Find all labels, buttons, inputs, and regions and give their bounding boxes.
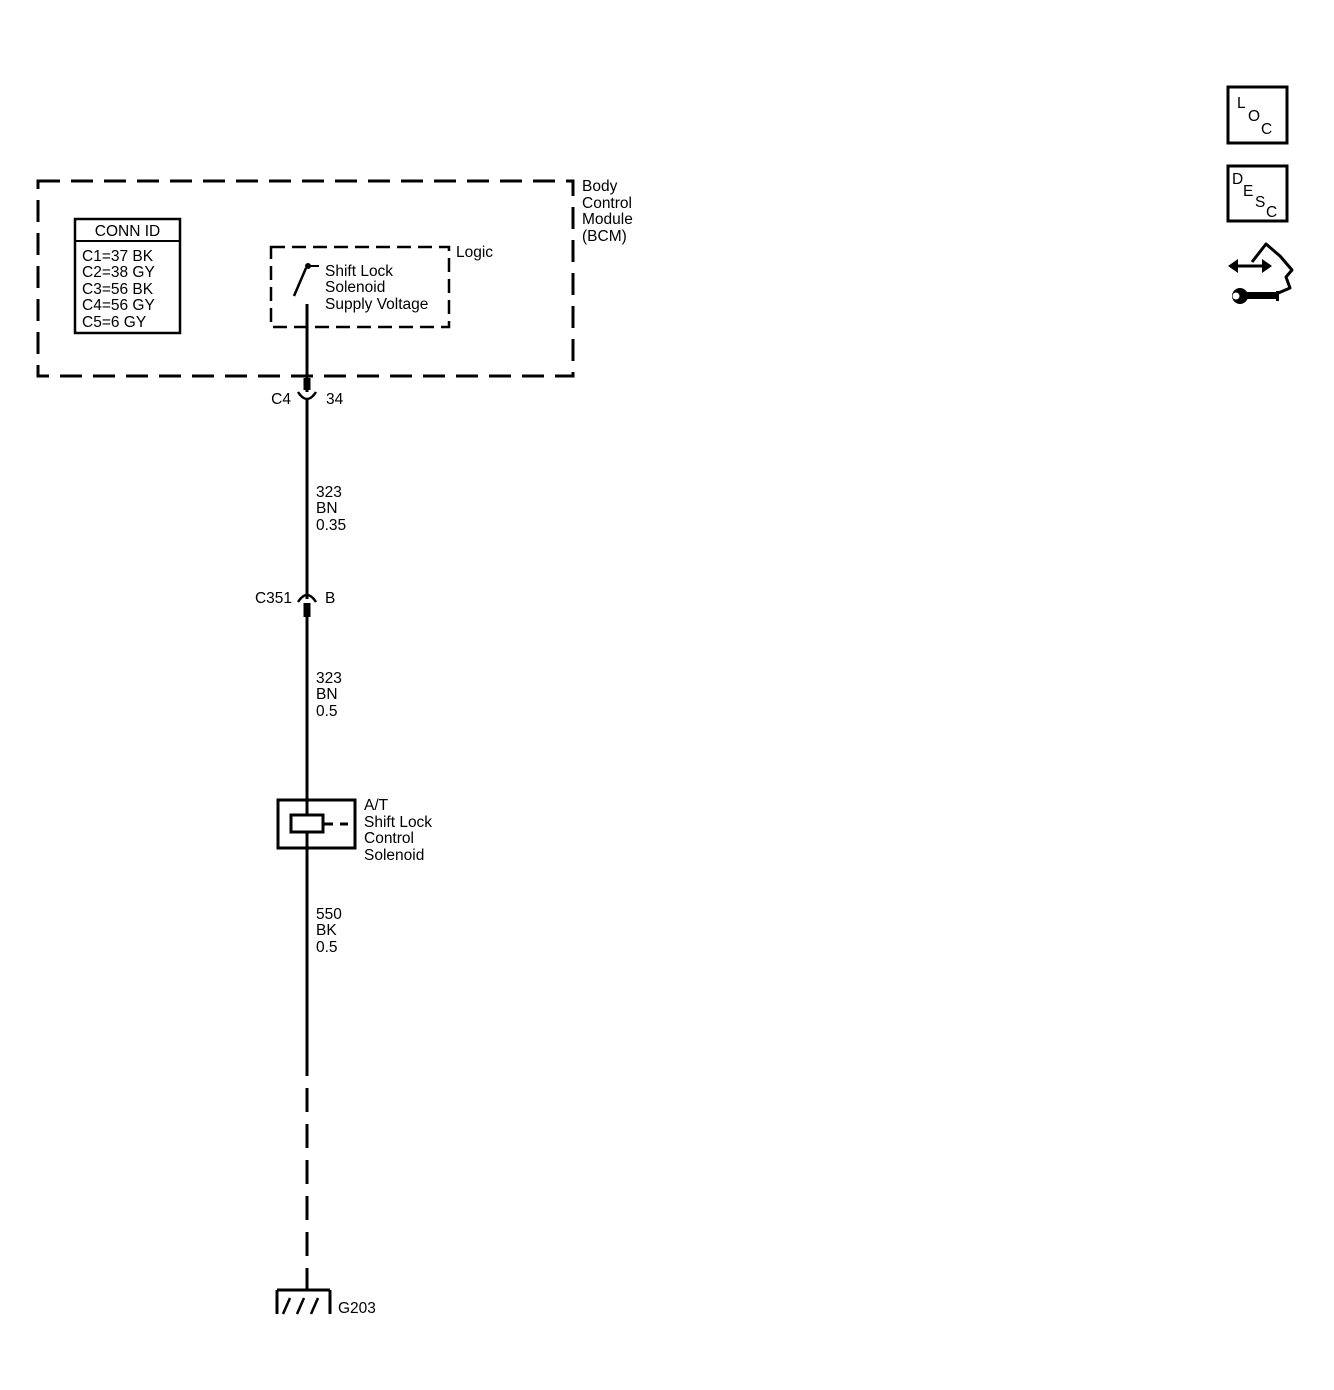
svg-text:550: 550	[316, 906, 342, 923]
svg-text:Shift Lock: Shift Lock	[364, 814, 432, 831]
svg-text:BN: BN	[316, 686, 338, 703]
supply-switch-icon	[292, 263, 319, 297]
wire-label: 550 BK 0.5	[316, 906, 342, 956]
wire-label: 323 BN 0.5	[316, 670, 342, 720]
svg-text:Solenoid: Solenoid	[325, 279, 385, 296]
logic-boundary	[269, 245, 451, 329]
connector-c4-id: C4	[271, 391, 291, 408]
wire-label: 323 BN 0.35	[316, 484, 346, 534]
switch-label: Shift Lock Solenoid Supply Voltage	[325, 263, 428, 313]
conn-id-row: C3=56 BK	[82, 281, 154, 298]
svg-text:O: O	[1248, 108, 1260, 125]
svg-text:Control: Control	[364, 830, 414, 847]
svg-text:323: 323	[316, 670, 342, 687]
svg-text:C: C	[1261, 121, 1272, 138]
solenoid-label: A/T Shift Lock Control Solenoid	[364, 797, 432, 864]
connector-c351-id: C351	[255, 590, 292, 607]
svg-text:Supply Voltage: Supply Voltage	[325, 296, 428, 313]
svg-text:323: 323	[316, 484, 342, 501]
svg-text:E: E	[1243, 183, 1253, 200]
logic-label: Logic	[456, 244, 493, 261]
svg-text:C: C	[1266, 204, 1277, 221]
connector-c351-pin: B	[325, 590, 335, 607]
ground-icon	[275, 1276, 332, 1315]
svg-text:Control: Control	[582, 195, 632, 212]
bcm-name-label: Body Control Module (BCM)	[582, 178, 633, 245]
conn-id-table: CONN ID C1=37 BK C2=38 GY C3=56 BK C4=56…	[73, 217, 182, 335]
svg-text:Body: Body	[582, 178, 618, 195]
conn-id-row: C2=38 GY	[82, 264, 155, 281]
svg-text:BK: BK	[316, 922, 337, 939]
svg-text:(BCM): (BCM)	[582, 228, 627, 245]
conn-id-row: C5=6 GY	[82, 314, 146, 331]
svg-text:0.5: 0.5	[316, 939, 338, 956]
svg-text:0.5: 0.5	[316, 703, 338, 720]
svg-text:D: D	[1232, 171, 1243, 188]
desc-icon[interactable]: D E S C	[1226, 164, 1289, 223]
svg-text:0.35: 0.35	[316, 517, 346, 534]
solenoid-icon	[276, 798, 357, 850]
hand-wrench-arrows-icon[interactable]	[1228, 242, 1294, 304]
loc-icon[interactable]: L O C	[1226, 85, 1289, 145]
svg-text:L: L	[1237, 95, 1246, 112]
svg-text:Shift Lock: Shift Lock	[325, 263, 393, 280]
connector-c4-icon	[296, 378, 318, 401]
ground-id: G203	[338, 1300, 376, 1317]
conn-id-row: C4=56 GY	[82, 297, 155, 314]
conn-id-title: CONN ID	[95, 223, 160, 240]
svg-text:BN: BN	[316, 500, 338, 517]
connector-c4-pin: 34	[326, 391, 344, 408]
conn-id-row: C1=37 BK	[82, 248, 154, 265]
svg-text:A/T: A/T	[364, 797, 389, 814]
svg-text:Module: Module	[582, 211, 633, 228]
svg-text:Solenoid: Solenoid	[364, 847, 424, 864]
svg-text:S: S	[1255, 194, 1265, 211]
